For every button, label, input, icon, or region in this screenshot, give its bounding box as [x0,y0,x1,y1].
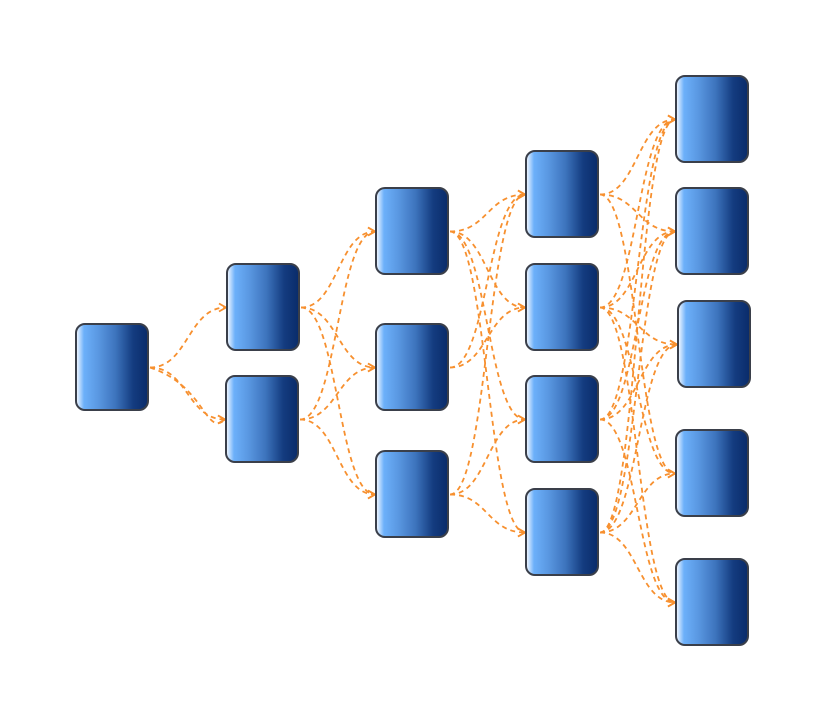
edge-n10-n11 [599,118,676,534]
edge-n9-n12 [599,230,676,421]
diagram-node-n6[interactable] [375,450,449,538]
edge-n7-n12 [599,193,676,233]
edge-n4-n9 [449,230,526,421]
edge-n1-n3 [149,366,226,425]
edge-n8-n13 [599,306,678,346]
edge-n2-n6 [300,306,376,496]
diagram-node-n3[interactable] [225,375,299,463]
edge-n4-n10 [449,230,526,534]
edge-n1-n2 [149,306,227,369]
edge-n1-n3 [149,366,226,421]
diagram-node-n2[interactable] [226,263,300,351]
edge-n7-n11 [599,118,676,196]
edge-n4-n8 [449,230,526,309]
diagram-node-n15[interactable] [675,558,749,646]
edge-n9-n11 [599,118,676,421]
edge-n8-n12 [599,230,676,309]
edge-n10-n13 [599,343,678,534]
diagram-node-n14[interactable] [675,429,749,517]
edge-n7-n14 [599,193,676,475]
diagram-node-n13[interactable] [677,300,751,388]
edge-n4-n7 [449,193,526,233]
edge-n10-n14 [599,472,676,534]
edge-n8-n15 [599,306,676,604]
arrowhead-icon [218,302,228,313]
edge-n5-n7 [449,193,526,369]
diagram-node-n11[interactable] [675,75,749,163]
diagram-node-n4[interactable] [375,187,449,275]
diagram-node-n10[interactable] [525,488,599,576]
edge-n9-n15 [599,418,676,604]
edge-n3-n5 [299,366,376,421]
diagram-node-n12[interactable] [675,187,749,275]
diagram-node-n1[interactable] [75,323,149,411]
edge-n3-n4 [299,230,376,421]
diagram-node-n8[interactable] [525,263,599,351]
edge-n3-n6 [299,418,376,496]
edge-n6-n10 [449,493,526,534]
edge-n9-n13 [599,343,678,421]
diagram-node-n5[interactable] [375,323,449,411]
edge-n8-n14 [599,306,676,475]
edge-n6-n7 [449,193,526,496]
edge-n10-n12 [599,230,676,534]
diagram-node-n7[interactable] [525,150,599,238]
edge-n5-n8 [449,306,526,369]
diagram-node-n9[interactable] [525,375,599,463]
edge-n2-n5 [300,306,376,369]
edge-n10-n15 [599,531,676,604]
edge-n6-n9 [449,418,526,496]
edge-n2-n4 [300,230,376,309]
edge-n8-n11 [599,118,676,309]
